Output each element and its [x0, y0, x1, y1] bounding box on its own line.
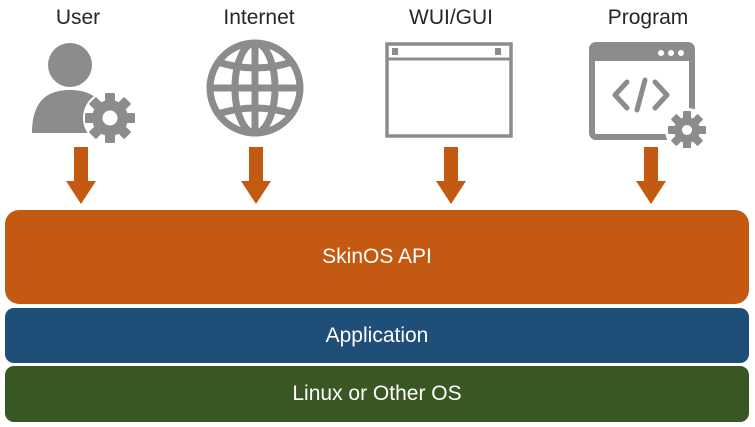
os-layer: Linux or Other OS — [5, 366, 749, 422]
globe-icon — [206, 39, 304, 137]
arrow-program-down — [636, 147, 666, 204]
input-label-internet: Internet — [223, 6, 295, 29]
os-label: Linux or Other OS — [292, 382, 462, 405]
skinos-api-label: SkinOS API — [322, 245, 432, 268]
skinos-api-layer: SkinOS API — [5, 210, 749, 304]
code-window-gear-icon — [589, 42, 707, 148]
user-gear-icon — [32, 43, 137, 145]
application-label: Application — [325, 323, 429, 347]
arrow-user-down — [66, 147, 96, 204]
arrow-internet-down — [241, 147, 271, 204]
input-label-user: User — [55, 6, 101, 29]
application-layer: Application — [5, 308, 749, 363]
window-icon — [385, 42, 513, 138]
arrow-wui-gui-down — [436, 147, 466, 204]
input-label-program: Program — [607, 6, 689, 29]
input-label-wui-gui: WUI/GUI — [409, 6, 493, 29]
